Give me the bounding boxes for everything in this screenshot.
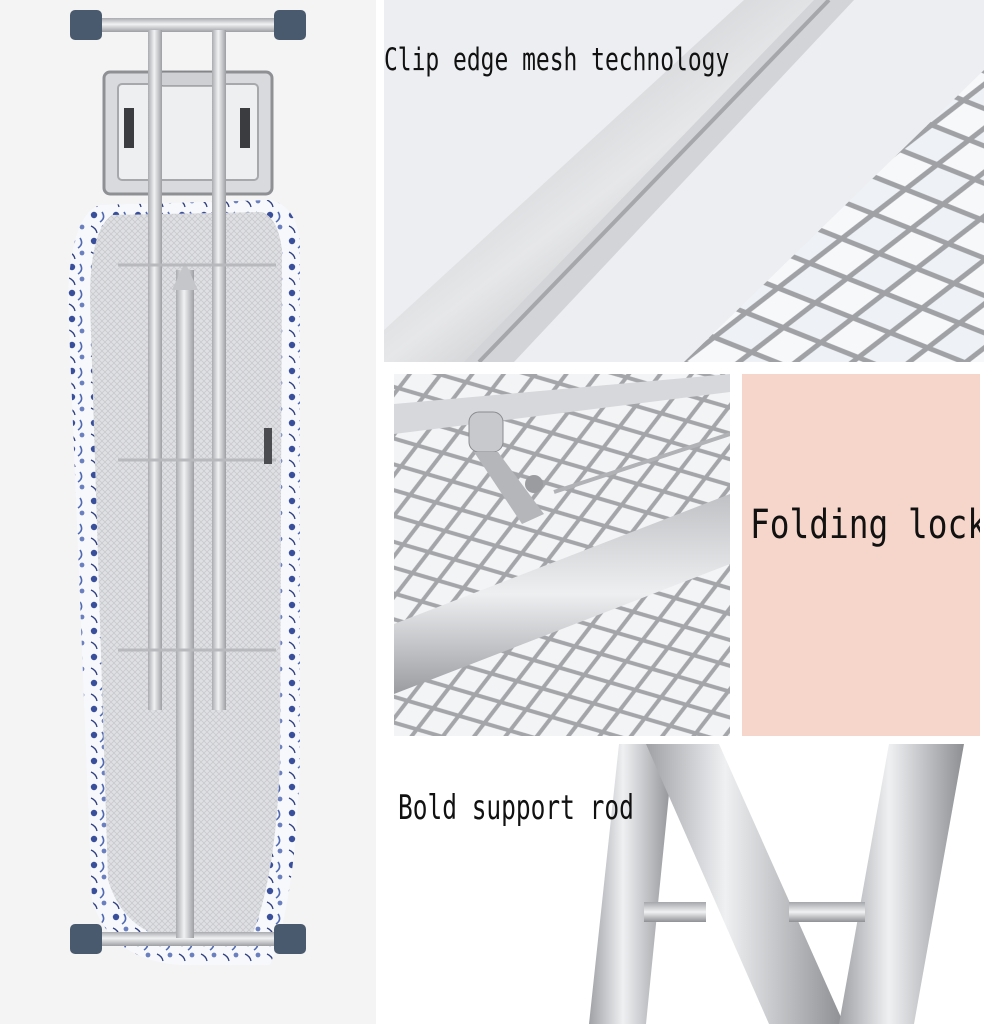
folding-lock-caption: Folding lock: [750, 502, 980, 548]
folding-lock-image: [394, 374, 730, 736]
mesh-closeup-image: Clip edge mesh technology: [384, 0, 984, 362]
folding-lock-label-panel: Folding lock: [742, 374, 980, 736]
mesh-caption: Clip edge mesh technology: [384, 42, 730, 78]
ironing-board-image: [0, 0, 376, 1024]
support-rod-image: Bold support rod: [384, 744, 984, 1024]
support-rod-caption: Bold support rod: [398, 788, 634, 828]
label-background: [742, 374, 980, 736]
